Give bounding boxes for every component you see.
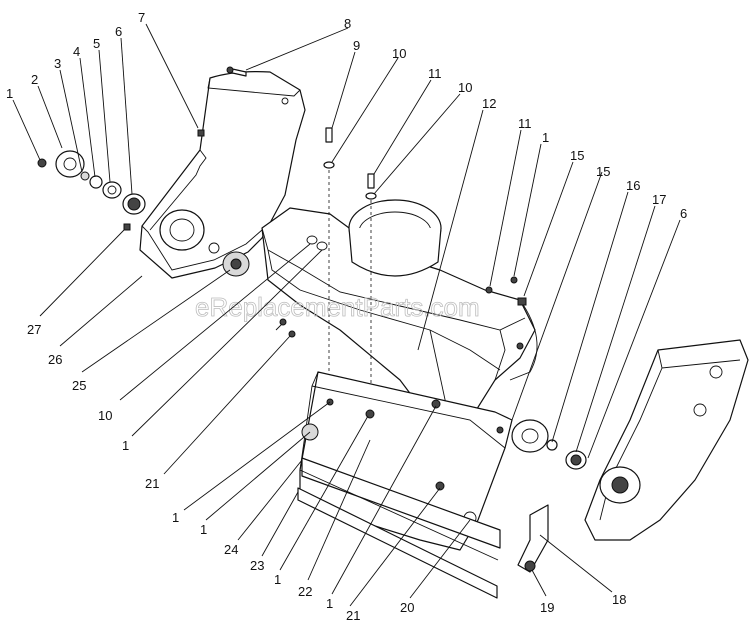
callout-1: 1 [122, 438, 129, 453]
left-hardware-stack [37, 66, 247, 231]
auger-housing [261, 199, 538, 433]
side-bracket [517, 504, 549, 573]
watermark-text: eReplacementParts.com [195, 292, 480, 322]
callout-15: 15 [596, 164, 610, 179]
callout-9: 9 [353, 38, 360, 53]
callout-10: 10 [458, 80, 472, 95]
callout-1: 1 [6, 86, 13, 101]
callout-5: 5 [93, 36, 100, 51]
callout-26: 26 [48, 352, 62, 367]
callout-23: 23 [250, 558, 264, 573]
callout-3: 3 [54, 56, 61, 71]
callout-21: 21 [145, 476, 159, 491]
callout-6: 6 [115, 24, 122, 39]
callout-6: 6 [680, 206, 687, 221]
callout-10: 10 [392, 46, 406, 61]
callout-4: 4 [73, 44, 80, 59]
leader-lines [12, 23, 681, 607]
callout-20: 20 [400, 600, 414, 615]
callout-8: 8 [344, 16, 351, 31]
callout-2: 2 [31, 72, 38, 87]
right-side-plate [584, 339, 749, 541]
callout-1: 1 [172, 510, 179, 525]
callout-12: 12 [482, 96, 496, 111]
center-hardware [323, 127, 527, 420]
callout-1: 1 [274, 572, 281, 587]
callout-18: 18 [612, 592, 626, 607]
callout-1: 1 [200, 522, 207, 537]
callout-1: 1 [326, 596, 333, 611]
callout-7: 7 [138, 10, 145, 25]
callout-22: 22 [298, 584, 312, 599]
callout-24: 24 [224, 542, 238, 557]
callout-1: 1 [542, 130, 549, 145]
callout-11: 11 [518, 116, 532, 131]
callout-17: 17 [652, 192, 666, 207]
callout-19: 19 [540, 600, 554, 615]
callout-16: 16 [626, 178, 640, 193]
callout-11: 11 [428, 66, 442, 81]
callout-15: 15 [570, 148, 584, 163]
callout-21: 21 [346, 608, 360, 623]
right-hardware-stack [496, 419, 587, 470]
callout-27: 27 [27, 322, 41, 337]
callout-10: 10 [98, 408, 112, 423]
callout-labels: 1 2 3 4 5 6 7 8 9 10 11 10 12 11 1 15 15… [6, 10, 687, 623]
callout-25: 25 [72, 378, 86, 393]
